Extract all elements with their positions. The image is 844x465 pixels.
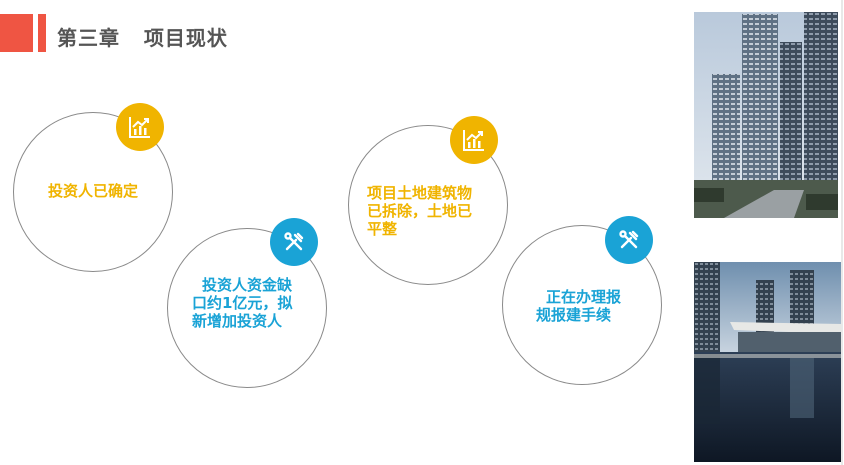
text-line: 正在办理报 bbox=[546, 288, 622, 306]
status-text-funding-gap: 投资人资金缺 口约1亿元，拟 新增加投资人 bbox=[192, 276, 292, 330]
text-line: 已拆除，土地已 bbox=[367, 202, 473, 220]
text-line: 项目土地建筑物 bbox=[367, 184, 473, 202]
tools-icon bbox=[605, 216, 653, 264]
status-text-permit-processing: 正在办理报 规报建手续 bbox=[536, 288, 621, 324]
text-line: 规报建手续 bbox=[536, 306, 612, 324]
chart-up-icon bbox=[450, 116, 498, 164]
chart-up-icon bbox=[116, 103, 164, 151]
page-edge-divider bbox=[841, 0, 843, 465]
text-line: 新增加投资人 bbox=[192, 312, 283, 330]
accent-bar-small bbox=[38, 14, 46, 52]
page-title: 第三章 项目现状 bbox=[57, 26, 228, 50]
status-text-land-cleared: 项目土地建筑物 已拆除，土地已 平整 bbox=[367, 184, 472, 238]
tools-icon bbox=[270, 218, 318, 266]
text-line: 口约1亿元，拟 bbox=[192, 294, 293, 312]
text-line: 投资人资金缺 bbox=[202, 276, 293, 294]
accent-bar-large bbox=[0, 14, 33, 52]
photo-residential-towers bbox=[694, 12, 838, 218]
text-line: 投资人已确定 bbox=[48, 182, 139, 200]
photo-reflecting-pool bbox=[694, 262, 842, 462]
status-text-investor-confirmed: 投资人已确定 bbox=[48, 182, 138, 200]
text-line: 平整 bbox=[367, 220, 398, 238]
